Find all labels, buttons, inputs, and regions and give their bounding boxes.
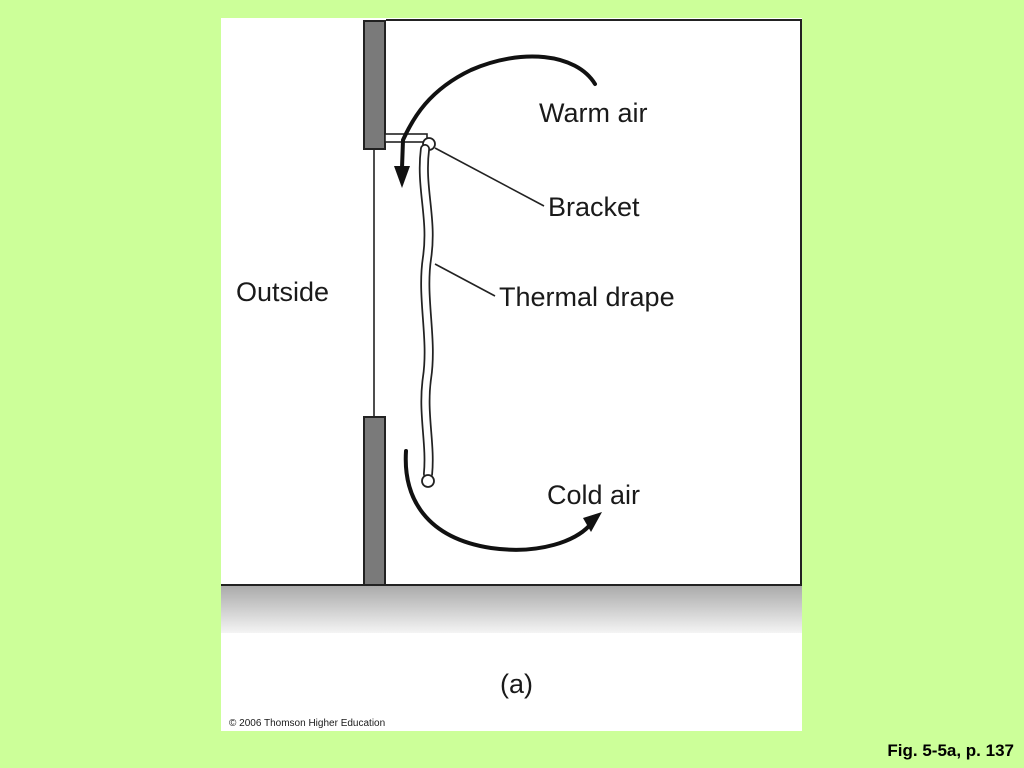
drape-weight <box>421 474 435 488</box>
upper-wall <box>363 20 386 150</box>
drape-leader <box>434 263 496 297</box>
cold-air-arrow <box>403 449 591 552</box>
floor <box>221 585 802 633</box>
room-outline <box>386 19 802 584</box>
cold-air-arrowhead <box>583 512 602 532</box>
bracket-label: Bracket <box>548 192 640 222</box>
bracket-leader <box>434 147 545 207</box>
figure-caption: Fig. 5-5a, p. 137 <box>887 741 1014 760</box>
lower-wall <box>363 416 386 586</box>
outside-label: Outside <box>236 277 329 307</box>
panel-label: (a) <box>500 669 533 699</box>
figure-panel: Warm air Bracket Outside Thermal drape C… <box>221 18 802 731</box>
warm-air-arrow <box>400 54 597 170</box>
warm-air-arrowhead <box>394 166 410 188</box>
copyright: © 2006 Thomson Higher Education <box>229 718 385 729</box>
cold-air-label: Cold air <box>547 480 640 510</box>
thermal-drape-label: Thermal drape <box>499 282 675 312</box>
warm-air-label: Warm air <box>539 98 648 128</box>
